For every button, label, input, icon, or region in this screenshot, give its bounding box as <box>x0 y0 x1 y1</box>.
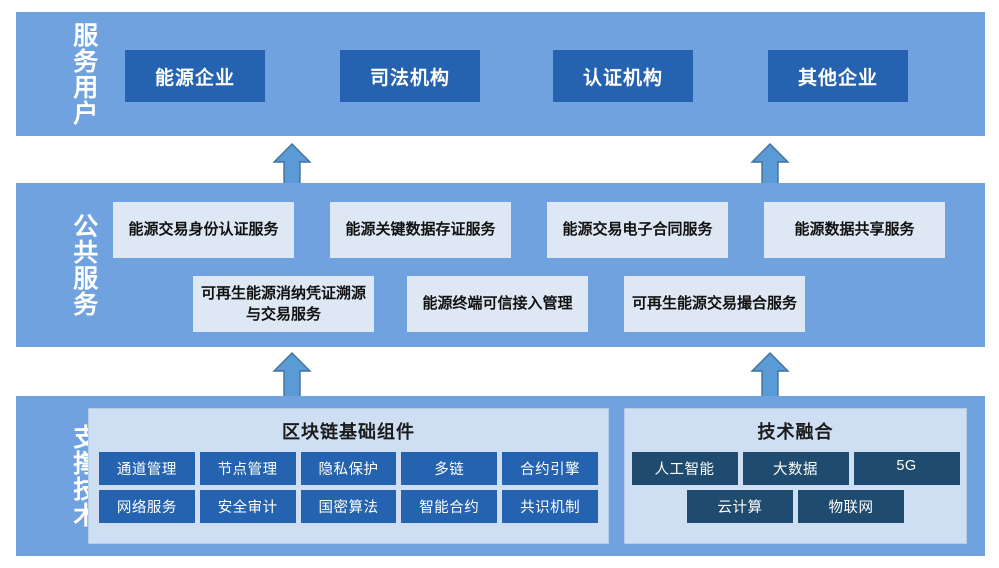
user-box-energy-enterprise[interactable]: 能源企业 <box>125 50 265 102</box>
tag-channel-management[interactable]: 通道管理 <box>99 452 195 485</box>
fusion-tag-row-1: 人工智能 大数据 5G <box>631 452 960 485</box>
tag-contract-engine[interactable]: 合约引擎 <box>502 452 598 485</box>
user-box-label: 认证机构 <box>582 67 663 89</box>
service-box-terminal-trusted-access[interactable]: 能源终端可信接入管理 <box>407 276 588 332</box>
tag-security-audit[interactable]: 安全审计 <box>199 490 296 523</box>
user-box-label: 司法机构 <box>369 67 450 89</box>
user-box-other-enterprise[interactable]: 其他企业 <box>768 50 908 102</box>
panel-title-blockchain: 区块链基础组件 <box>282 422 415 442</box>
tag-artificial-intelligence[interactable]: 人工智能 <box>631 452 738 485</box>
layer-label-public-services: 公共服务 <box>69 213 98 317</box>
tag-smart-contract[interactable]: 智能合约 <box>401 490 498 523</box>
fusion-tag-rows: 人工智能 大数据 5G 云计算 物联网 <box>625 444 966 523</box>
service-box-renewable-trading-matching[interactable]: 可再生能源交易撮合服务 <box>624 276 805 332</box>
service-box-label: 能源交易电子合同服务 <box>562 221 713 239</box>
tag-5g[interactable]: 5G <box>853 452 960 485</box>
layer-label-service-users: 服务用户 <box>69 22 98 126</box>
service-box-label: 可再生能源交易撮合服务 <box>631 295 797 313</box>
user-box-judicial-institution[interactable]: 司法机构 <box>340 50 480 102</box>
tag-privacy-protection[interactable]: 隐私保护 <box>300 452 397 485</box>
layer-supporting-tech: 支撑技术 区块链基础组件 通道管理 节点管理 隐私保护 多链 合约引擎 网络服务… <box>16 396 985 556</box>
user-box-label: 能源企业 <box>154 67 235 89</box>
fusion-tag-row-2: 云计算 物联网 <box>687 490 904 523</box>
user-box-label: 其他企业 <box>797 67 878 89</box>
service-box-identity-authentication[interactable]: 能源交易身份认证服务 <box>113 202 294 258</box>
layer-public-services: 公共服务 能源交易身份认证服务 能源关键数据存证服务 能源交易电子合同服务 能源… <box>16 183 985 347</box>
service-box-label: 能源关键数据存证服务 <box>345 221 496 239</box>
tag-cloud-computing[interactable]: 云计算 <box>687 490 793 523</box>
panel-blockchain-components: 区块链基础组件 通道管理 节点管理 隐私保护 多链 合约引擎 网络服务 安全审计… <box>88 408 609 544</box>
panel-title-technology-fusion: 技术融合 <box>757 422 834 442</box>
service-box-label: 能源数据共享服务 <box>794 221 915 239</box>
panel-technology-fusion: 技术融合 人工智能 大数据 5G 云计算 物联网 <box>624 408 967 544</box>
user-box-certification-authority[interactable]: 认证机构 <box>553 50 693 102</box>
blockchain-tag-grid: 通道管理 节点管理 隐私保护 多链 合约引擎 网络服务 安全审计 国密算法 智能… <box>89 444 608 523</box>
arrow-tech-to-services-left <box>272 352 312 398</box>
tag-node-management[interactable]: 节点管理 <box>199 452 296 485</box>
service-box-electronic-contract[interactable]: 能源交易电子合同服务 <box>547 202 728 258</box>
service-box-key-data-notarization[interactable]: 能源关键数据存证服务 <box>330 202 511 258</box>
arrow-tech-to-services-right <box>750 352 790 398</box>
service-box-label: 可再生能源消纳凭证溯源与交易服务 <box>200 284 366 323</box>
tag-big-data[interactable]: 大数据 <box>742 452 849 485</box>
tag-multi-chain[interactable]: 多链 <box>401 452 498 485</box>
tag-consensus-mechanism[interactable]: 共识机制 <box>502 490 598 523</box>
tag-network-service[interactable]: 网络服务 <box>99 490 195 523</box>
service-box-label: 能源终端可信接入管理 <box>422 295 573 313</box>
service-box-data-sharing[interactable]: 能源数据共享服务 <box>764 202 945 258</box>
service-box-label: 能源交易身份认证服务 <box>128 221 279 239</box>
tag-national-crypto-algorithm[interactable]: 国密算法 <box>300 490 397 523</box>
service-box-renewable-certificate-tracing[interactable]: 可再生能源消纳凭证溯源与交易服务 <box>193 276 374 332</box>
layer-service-users: 服务用户 能源企业 司法机构 认证机构 其他企业 <box>16 12 985 136</box>
tag-internet-of-things[interactable]: 物联网 <box>798 490 904 523</box>
